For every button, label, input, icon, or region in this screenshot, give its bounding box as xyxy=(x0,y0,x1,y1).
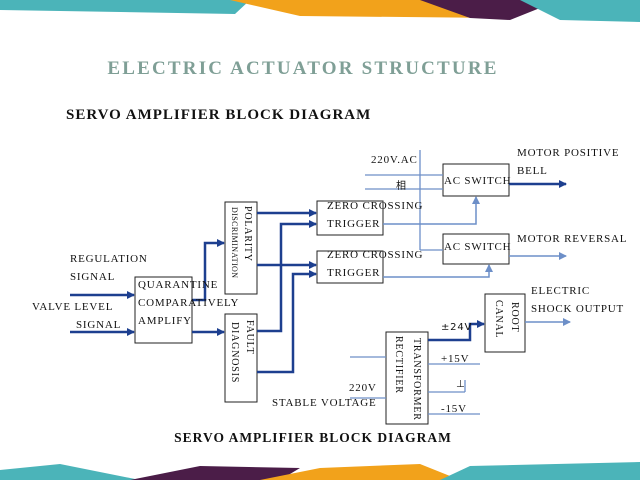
ac-switch-2-label: AC SWITCH xyxy=(444,241,512,253)
plus-minus-24v-label: ±24V xyxy=(441,322,473,333)
regulation-label-line2: SIGNAL xyxy=(70,271,116,283)
bottom-band-purple xyxy=(130,466,300,480)
motor-positive-line2: BELL xyxy=(517,165,548,177)
minus-15v-label: -15V xyxy=(441,403,467,415)
quarantine-label-line3: AMPLIFY xyxy=(138,315,192,327)
amplifier-to-polarity-arrow xyxy=(192,239,225,302)
zero-crossing-1-line1: ZERO CROSSING xyxy=(327,200,424,212)
quarantine-label-line1: QUARANTINE xyxy=(138,279,219,291)
motor-positive-line1: MOTOR POSITIVE xyxy=(517,147,620,159)
bottom-band-teal-left xyxy=(0,464,140,480)
stable-voltage-label: STABLE VOLTAGE xyxy=(272,397,377,409)
valve-level-label-line2: SIGNAL xyxy=(76,319,122,331)
ac-switch-block-1 xyxy=(442,163,510,197)
root-canal-block xyxy=(484,293,526,353)
valve-level-label-line1: VALVE LEVEL xyxy=(32,301,114,313)
fault-label: FAULT xyxy=(244,320,255,355)
transformer-label: TRANSFORMER xyxy=(411,338,422,421)
ground-symbol: ⊥ xyxy=(456,379,466,390)
plus-15v-label: +15V xyxy=(441,353,470,365)
top-band-teal-left xyxy=(0,0,250,14)
bottom-band-orange xyxy=(260,464,460,480)
fault-to-trigger1-arrow xyxy=(257,220,317,333)
quarantine-amplifier-block xyxy=(134,276,193,344)
ac-supply-label: 220V.AC xyxy=(371,154,418,166)
ac-220-label: 220V xyxy=(349,382,377,394)
motor-reversal-label: MOTOR REVERSAL xyxy=(517,233,628,245)
plus-minus-24v-arrow xyxy=(428,320,485,342)
diagnosis-label: DIAGNOSIS xyxy=(229,322,240,384)
ac-switch-1-label: AC SWITCH xyxy=(444,175,512,187)
quarantine-label-line2: COMPARATIVELY xyxy=(138,297,240,309)
zero-crossing-2-line2: TRIGGER xyxy=(327,267,381,279)
top-band-purple xyxy=(420,0,560,20)
slide-title: ELECTRIC ACTUATOR STRUCTURE xyxy=(107,58,499,79)
bottom-decorative-band xyxy=(0,462,640,480)
diagram-caption: SERVO AMPLIFIER BLOCK DIAGRAM xyxy=(174,430,452,445)
zero-crossing-2-line1: ZERO CROSSING xyxy=(327,249,424,261)
fault-to-trigger2-arrow xyxy=(257,270,317,374)
discrimination-label: DISCRIMINATION xyxy=(230,207,239,279)
bottom-band-teal-right xyxy=(440,462,640,480)
canal-label: CANAL xyxy=(493,300,504,339)
zero-crossing-trigger-block-2 xyxy=(316,250,384,284)
electric-label-line1: ELECTRIC xyxy=(531,285,590,297)
zero-crossing-1-line2: TRIGGER xyxy=(327,218,381,230)
fault-diagnosis-block xyxy=(224,313,258,403)
polarity-discrimination-block xyxy=(224,201,258,295)
polarity-label: POLARITY xyxy=(242,206,253,262)
trigger2-to-acswitch2-arrow xyxy=(383,264,493,278)
top-band-teal-right xyxy=(520,0,640,22)
rectifier-label: RECTIFIER xyxy=(393,336,404,394)
top-decorative-band xyxy=(0,0,640,22)
trigger1-to-acswitch1-arrow xyxy=(383,196,480,225)
root-label: ROOT xyxy=(509,302,520,333)
diagram-heading: SERVO AMPLIFIER BLOCK DIAGRAM xyxy=(66,107,372,123)
zero-crossing-trigger-block-1 xyxy=(316,200,384,236)
electric-label-line2: SHOCK OUTPUT xyxy=(531,303,625,315)
transformer-rectifier-block xyxy=(385,331,429,425)
regulation-label-line1: REGULATION xyxy=(70,253,148,265)
ac-switch-block-2 xyxy=(442,233,510,265)
phase-label: 相 xyxy=(396,181,407,192)
